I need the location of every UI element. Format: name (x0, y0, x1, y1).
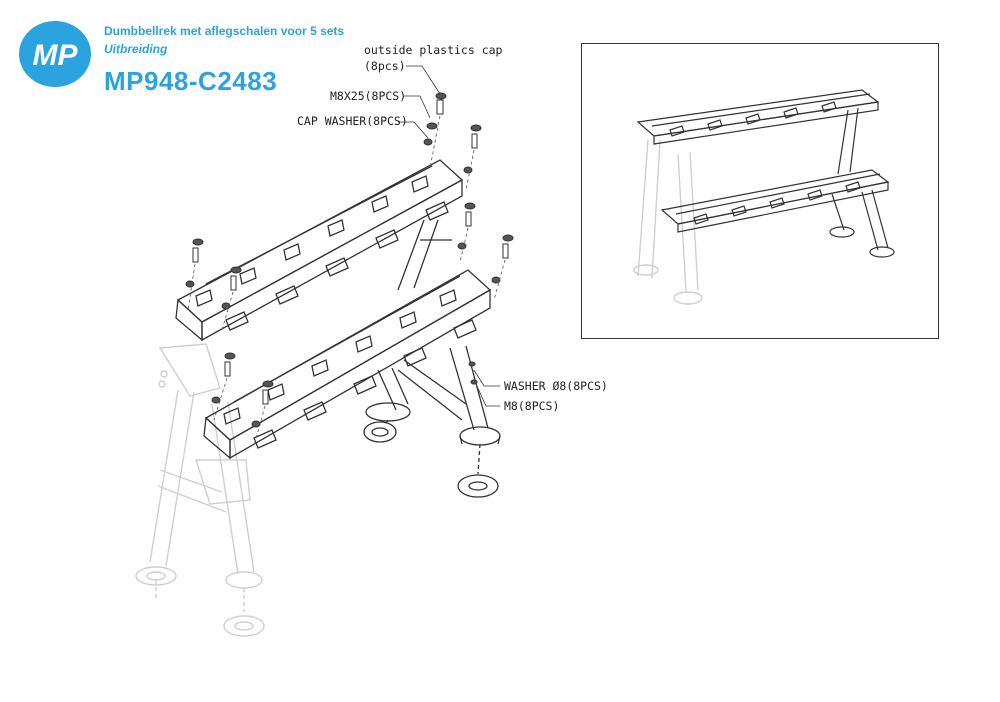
right-support-frame (363, 219, 501, 498)
callout-nut: M8(8PCS) (504, 399, 560, 413)
page-title: Dumbbellrek met aflegschalen voor 5 sets (104, 24, 345, 38)
faded-left-frame (135, 343, 265, 637)
fastener-set (185, 92, 514, 428)
product-code: MP948-C2483 (104, 66, 278, 96)
inset-lower-tray (660, 169, 890, 233)
brand-logo-text: MP (33, 39, 79, 72)
inset-right-frame (829, 107, 895, 258)
fastener-dash-lines (187, 115, 506, 447)
assembled-view-inset (581, 43, 939, 339)
page-subtitle: Uitbreiding (104, 42, 168, 56)
callout-leaders (398, 65, 500, 407)
callout-outside-cap: outside plastics cap (364, 43, 503, 57)
callout-outside-cap-qty: (8pcs) (364, 59, 406, 73)
brand-logo: MP (19, 21, 91, 87)
assembled-rack-drawing (633, 89, 895, 305)
callout-washer: WASHER Ø8(8PCS) (504, 379, 608, 393)
lower-dumbbell-tray (203, 269, 492, 460)
inset-faded-left-frame (633, 139, 703, 305)
callout-cap-washer: CAP WASHER(8PCS) (297, 114, 408, 128)
inset-upper-tray (636, 89, 880, 145)
callout-bolt: M8X25(8PCS) (330, 89, 407, 103)
upper-dumbbell-tray (175, 159, 464, 342)
